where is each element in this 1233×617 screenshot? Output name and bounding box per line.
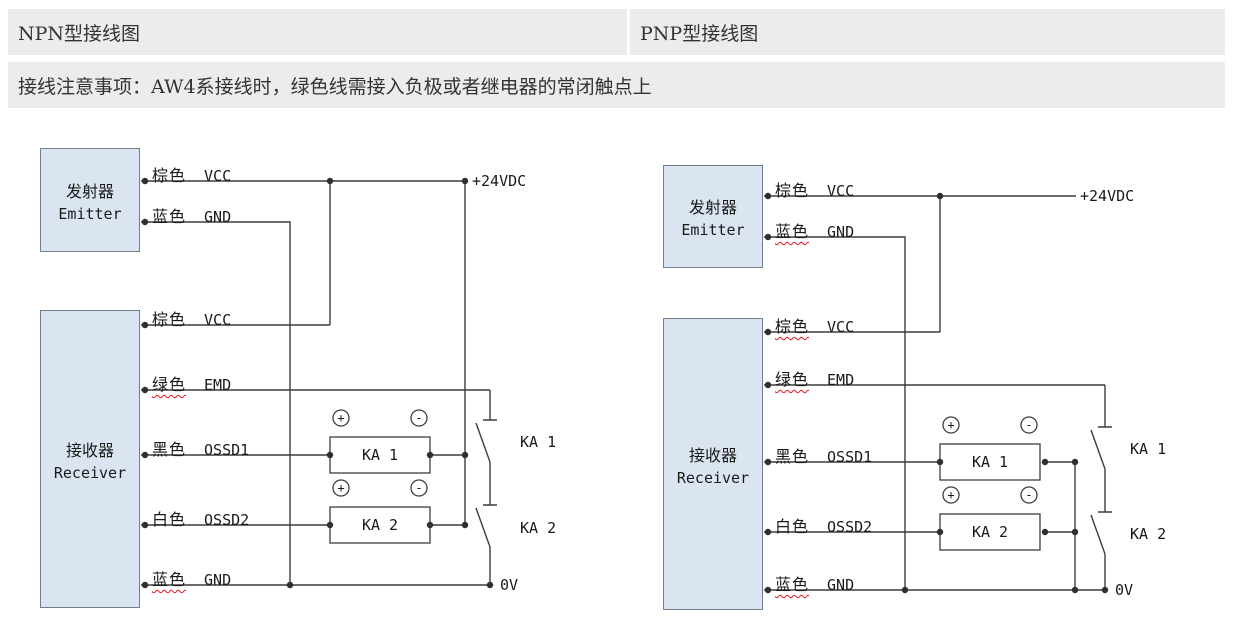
pnp-wire-label-receiver-vcc: 棕色 VCC xyxy=(775,313,854,337)
pnp-receiver-label-zh: 接收器 xyxy=(688,445,737,465)
pnp-ka1-minus-sign: - xyxy=(1025,418,1033,432)
wire-signal-text: EMD xyxy=(827,371,855,389)
npn-receiver-box: 接收器 Receiver xyxy=(40,310,140,608)
wire-signal-text: VCC xyxy=(827,182,855,200)
pnp-emitter-label-en: Emitter xyxy=(681,221,745,239)
npn-ka2-contact-label: KA 2 xyxy=(520,519,557,537)
pnp-receiver-vcc-wire xyxy=(764,196,941,333)
pnp-emitter-label-zh: 发射器 xyxy=(688,198,737,217)
pnp-supply-zero-label: 0V xyxy=(1115,581,1134,599)
pnp-feedback-contact-chain xyxy=(1090,385,1112,590)
npn-ka1-coil-label: KA 1 xyxy=(361,446,399,464)
npn-wire-label-emd: 绿色 EMD xyxy=(152,371,231,395)
wire-color-text: 蓝色 xyxy=(775,575,810,594)
wire-signal-text: OSSD2 xyxy=(204,511,250,529)
npn-ka2-plus-sign: + xyxy=(337,481,345,495)
npn-emitter-label-zh: 发射器 xyxy=(65,181,114,201)
wire-signal-text: GND xyxy=(827,223,855,241)
pnp-section-title: PNP型接线图 xyxy=(640,22,759,45)
npn-supply-zero-label: 0V xyxy=(500,576,519,594)
wire-color-text: 蓝色 xyxy=(152,207,187,226)
pnp-wire-label-ossd1: 黑色 OSSD1 xyxy=(775,443,872,467)
wire-color-text: 棕色 xyxy=(775,317,810,336)
npn-emitter-gnd-wire xyxy=(141,221,291,585)
npn-supply-positive-label: +24VDC xyxy=(472,172,527,190)
wire-signal-text: VCC xyxy=(204,167,232,185)
npn-wire-label-ossd1: 黑色 OSSD1 xyxy=(152,436,249,460)
note-row: 接线注意事项：AW4系接线时，绿色线需接入负极或者继电器的常闭触点上 xyxy=(8,62,1225,108)
npn-wire-label-emitter-gnd: 蓝色 GND xyxy=(152,203,231,227)
npn-emitter-box: 发射器 Emitter xyxy=(40,148,140,252)
pnp-supply-positive-label: +24VDC xyxy=(1080,187,1135,205)
wire-color-text: 白色 xyxy=(152,510,187,529)
header-row: NPN型接线图 PNP型接线图 xyxy=(8,9,1225,55)
wire-signal-text: GND xyxy=(827,576,855,594)
wiring-note-text: 接线注意事项：AW4系接线时，绿色线需接入负极或者继电器的常闭触点上 xyxy=(18,75,652,98)
pnp-ka2-contact-label: KA 2 xyxy=(1130,525,1167,543)
npn-wire-label-receiver-gnd: 蓝色 GND xyxy=(152,566,231,590)
pnp-wire-label-emd: 绿色 EMD xyxy=(775,366,854,390)
npn-ka1-minus-sign: - xyxy=(415,411,423,425)
pnp-wire-label-emitter-vcc: 棕色 VCC xyxy=(775,177,854,201)
pnp-receiver-label-en: Receiver xyxy=(676,468,750,487)
wire-signal-text: OSSD2 xyxy=(827,518,873,536)
pnp-ka1-coil-label: KA 1 xyxy=(971,453,1009,471)
wire-signal-text: VCC xyxy=(827,318,855,336)
wire-color-text: 黑色 xyxy=(152,440,187,459)
pnp-ka2-minus-sign: - xyxy=(1025,488,1033,502)
pnp-wire-label-receiver-gnd: 蓝色 GND xyxy=(775,571,854,595)
pnp-ka2-plus-sign: + xyxy=(947,488,955,502)
npn-ka2-minus-sign: - xyxy=(415,481,423,495)
npn-wire-label-emitter-vcc: 棕色 VCC xyxy=(152,162,231,186)
pnp-wire-label-emitter-gnd: 蓝色 GND xyxy=(775,218,854,242)
wire-color-text: 蓝色 xyxy=(152,570,187,589)
npn-ka2-coil-label: KA 2 xyxy=(361,516,399,534)
header-cell-pnp: PNP型接线图 xyxy=(630,9,1225,55)
wire-color-text: 棕色 xyxy=(152,166,187,185)
pnp-ka1-contact-label: KA 1 xyxy=(1130,440,1167,458)
npn-receiver-label-zh: 接收器 xyxy=(65,440,114,460)
wire-color-text: 绿色 xyxy=(775,370,810,389)
npn-section-title: NPN型接线图 xyxy=(18,22,141,45)
wire-signal-text: GND xyxy=(204,208,232,226)
wire-signal-text: VCC xyxy=(204,311,232,329)
header-cell-npn: NPN型接线图 xyxy=(8,9,630,55)
pnp-emitter-box: 发射器 Emitter xyxy=(663,165,763,268)
wire-color-text: 绿色 xyxy=(152,375,187,394)
wire-color-text: 棕色 xyxy=(775,181,810,200)
pnp-ka1-plus-sign: + xyxy=(947,418,955,432)
wire-signal-text: OSSD1 xyxy=(827,448,873,466)
pnp-ka2-coil-label: KA 2 xyxy=(971,523,1009,541)
pnp-receiver-box: 接收器 Receiver xyxy=(663,318,763,610)
wire-signal-text: GND xyxy=(204,571,232,589)
wire-color-text: 蓝色 xyxy=(775,222,810,241)
npn-feedback-contact-chain xyxy=(475,390,497,585)
npn-ka1-plus-sign: + xyxy=(337,411,345,425)
pnp-emitter-gnd-wire xyxy=(764,236,906,590)
pnp-wire-label-ossd2: 白色 OSSD2 xyxy=(775,513,872,537)
wire-color-text: 黑色 xyxy=(775,447,810,466)
npn-wire-label-receiver-vcc: 棕色 VCC xyxy=(152,306,231,330)
npn-ka1-contact-label: KA 1 xyxy=(520,433,557,451)
npn-receiver-label-en: Receiver xyxy=(53,463,127,482)
wire-signal-text: OSSD1 xyxy=(204,441,250,459)
wire-color-text: 棕色 xyxy=(152,310,187,329)
wire-signal-text: EMD xyxy=(204,376,232,394)
npn-emitter-label-en: Emitter xyxy=(58,204,122,223)
wire-color-text: 白色 xyxy=(775,517,810,536)
npn-wire-label-ossd2: 白色 OSSD2 xyxy=(152,506,249,530)
